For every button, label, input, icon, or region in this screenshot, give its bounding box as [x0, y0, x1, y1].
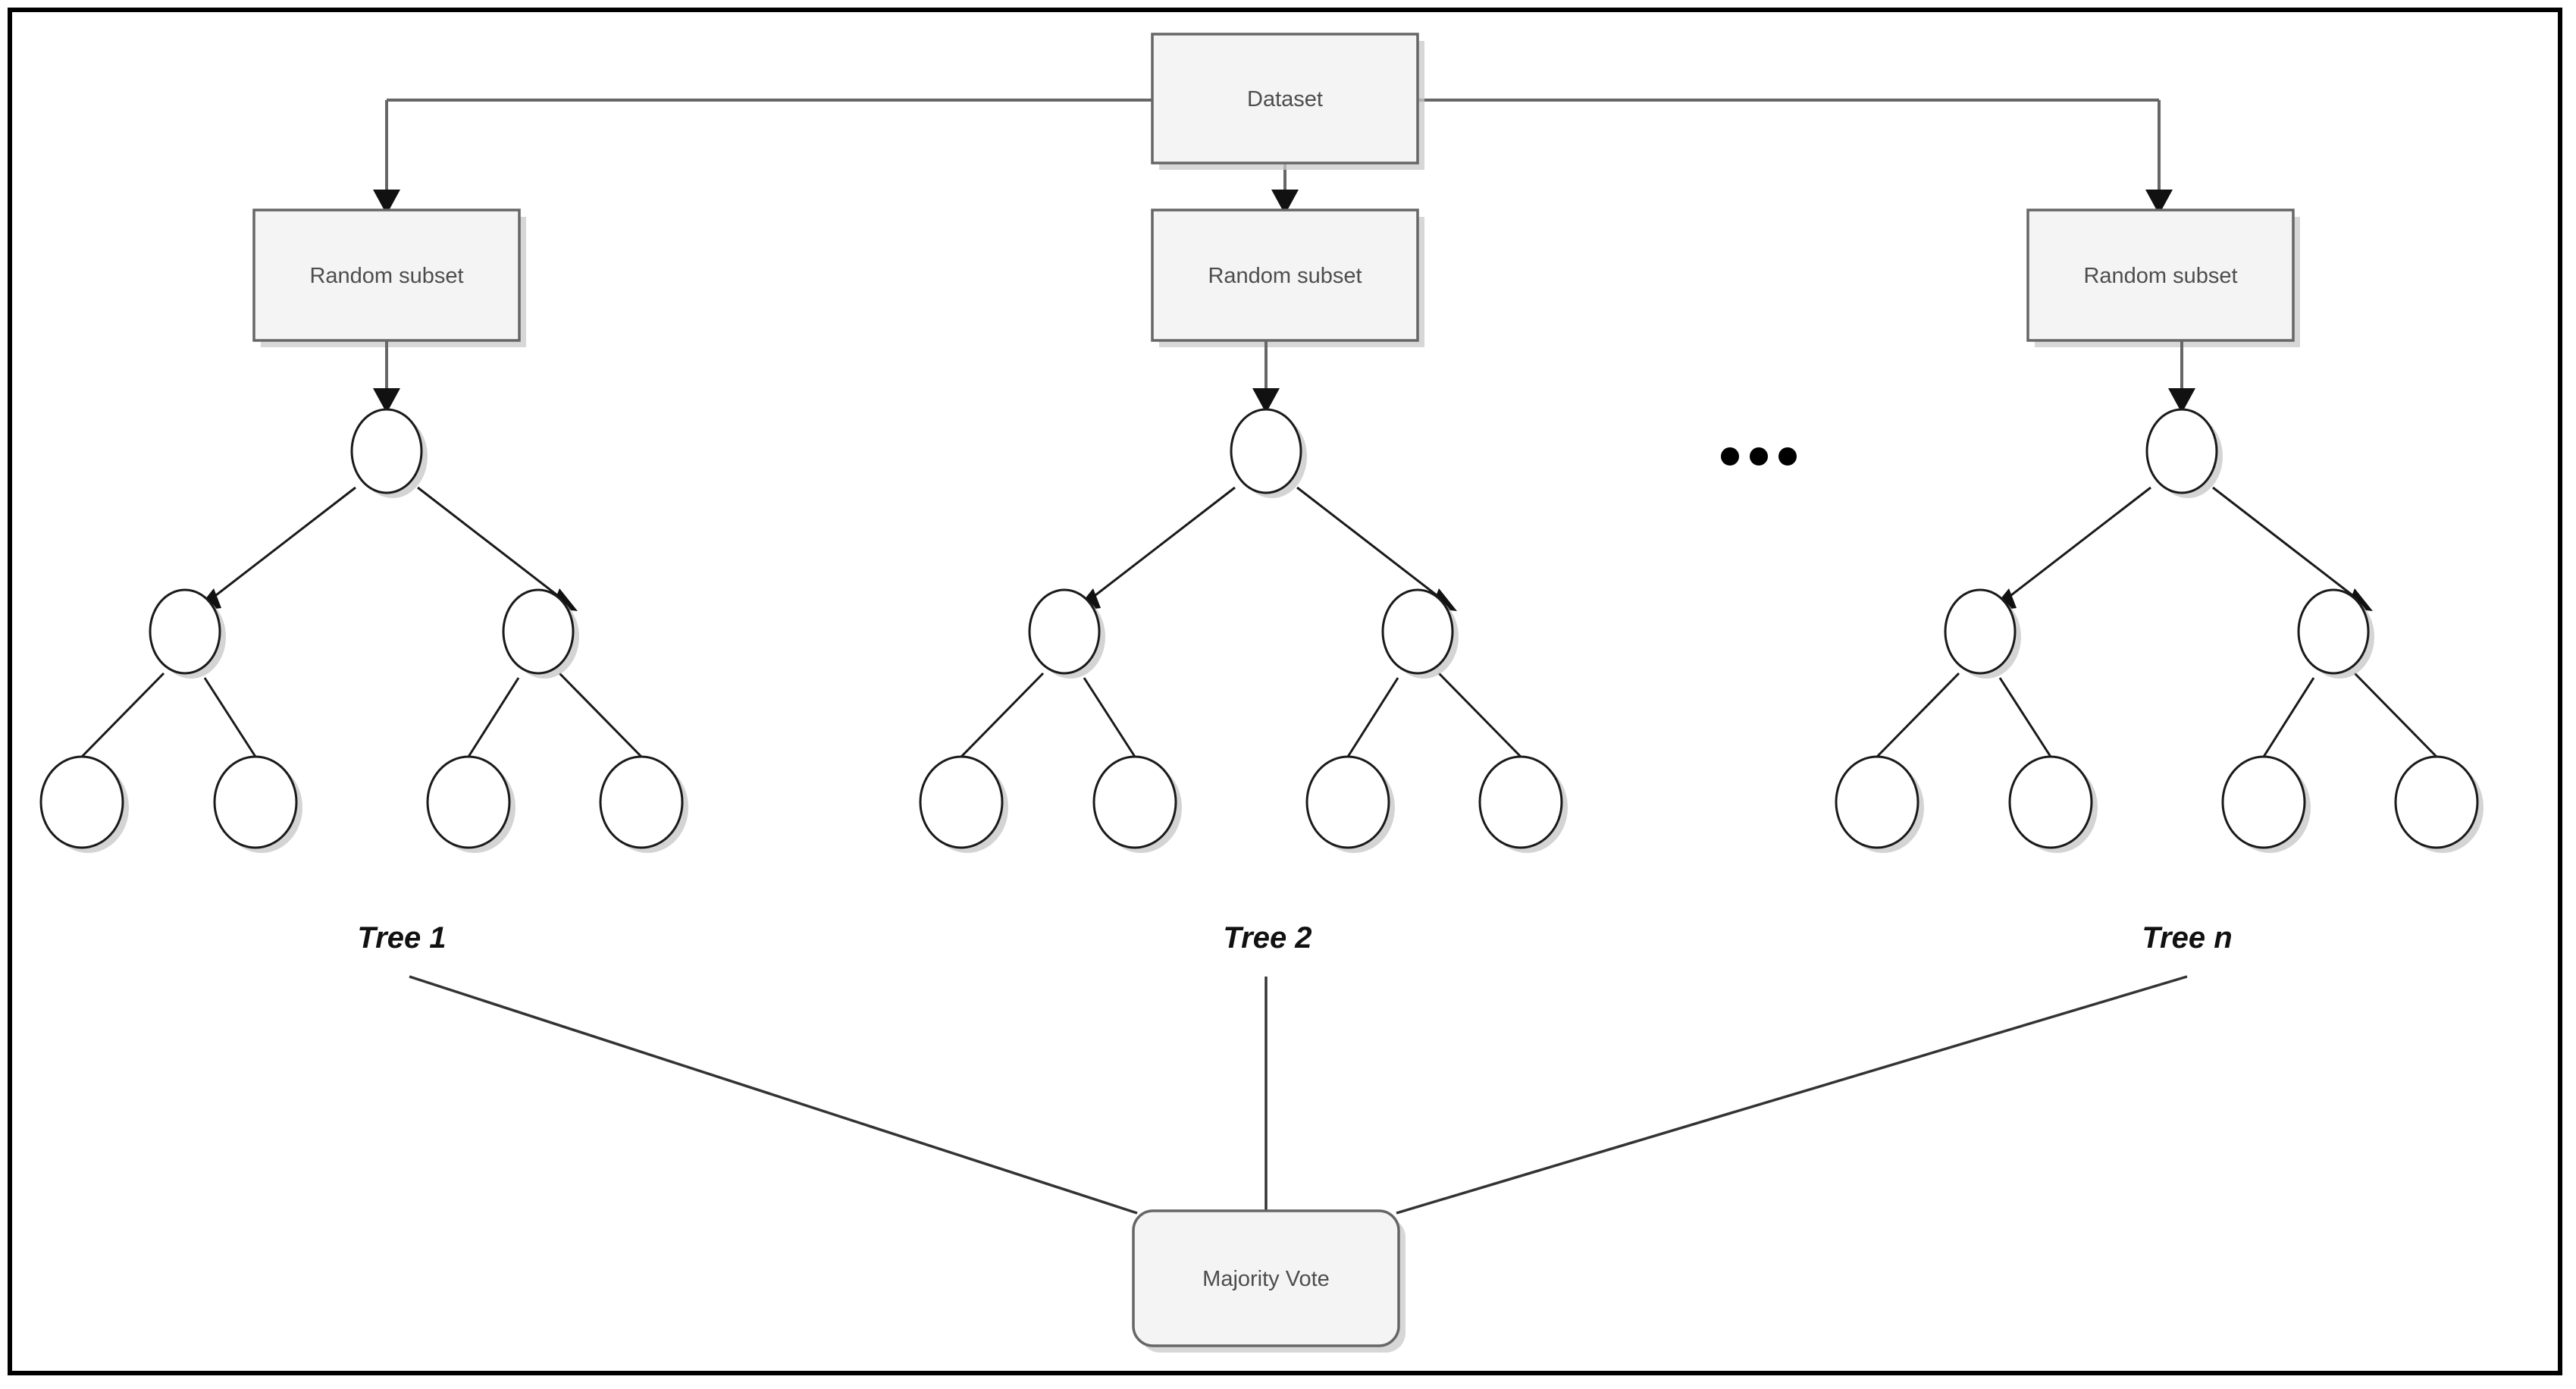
- ellipsis-icon: [1721, 447, 1797, 466]
- arrowhead-tree-n-root: [2168, 388, 2195, 413]
- dataset-node[interactable]: Dataset: [1151, 33, 1424, 170]
- tree-2-root-node[interactable]: [1230, 408, 1302, 494]
- tree-1-root-node[interactable]: [350, 408, 423, 494]
- tree-2-node-left[interactable]: [1028, 588, 1101, 675]
- majority-vote-box: [1132, 1209, 1400, 1347]
- arrowhead-subset-1: [373, 190, 400, 215]
- majority-vote-label: Majority Vote: [1202, 1267, 1330, 1291]
- tree-n-leaf-3[interactable]: [2221, 755, 2306, 849]
- tree-1-leaf-4[interactable]: [599, 755, 684, 849]
- tree-2-leaf-2[interactable]: [1092, 755, 1177, 849]
- ellipsis-dot-1: [1721, 447, 1739, 466]
- dataset-node-label: Dataset: [1247, 87, 1323, 111]
- tree-1-group: [39, 408, 688, 853]
- tree-1-node-right[interactable]: [502, 588, 575, 675]
- random-subset-node-2[interactable]: Random subset: [1151, 209, 1424, 347]
- tree-1-node-left[interactable]: [149, 588, 221, 675]
- tree-1-leaf-1[interactable]: [39, 755, 124, 849]
- tree-label-n: Tree n: [2142, 921, 2232, 955]
- tree-2-leaf-1[interactable]: [919, 755, 1004, 849]
- tree-2-group: [919, 408, 1568, 853]
- tree-n-leaf-4[interactable]: [2394, 755, 2479, 849]
- tree-2-edge-l-ll: [960, 672, 1045, 758]
- tree-n-edge-r-rr: [2353, 672, 2438, 758]
- random-subset-2-label: Random subset: [1208, 264, 1362, 288]
- dataset-distribution-connectors: [373, 99, 2173, 215]
- arrowhead-tree-1-root: [373, 388, 400, 413]
- tree-n-leaf-2[interactable]: [2008, 755, 2093, 849]
- arrowhead-subset-2: [1271, 190, 1299, 215]
- tree-2-edge-l-lr: [1083, 677, 1136, 757]
- tree-2-edge-r-rl: [1346, 677, 1399, 757]
- connector-tree-1-to-vote: [409, 975, 1138, 1215]
- tree-2-leaf-3[interactable]: [1305, 755, 1390, 849]
- random-subset-2-box: [1151, 209, 1419, 342]
- tree-label-2: Tree 2: [1223, 921, 1312, 955]
- ellipsis-dot-3: [1778, 447, 1797, 466]
- random-subset-1-label: Random subset: [309, 264, 463, 288]
- tree-n-root-node[interactable]: [2145, 408, 2218, 494]
- random-subset-node-1[interactable]: Random subset: [252, 209, 526, 347]
- tree-2-leaf-4[interactable]: [1478, 755, 1563, 849]
- tree-n-leaf-1[interactable]: [1835, 755, 1919, 849]
- dataset-node-box: [1151, 33, 1419, 165]
- tree-n-edge-root-left: [2001, 486, 2151, 604]
- tree-1-edge-l-ll: [80, 672, 165, 758]
- tree-n-edge-l-lr: [1998, 677, 2052, 757]
- tree-2-edge-r-rr: [1437, 672, 1522, 758]
- tree-n-node-left[interactable]: [1944, 588, 2017, 675]
- tree-n-edge-l-ll: [1876, 672, 1960, 758]
- random-subset-node-3[interactable]: Random subset: [2026, 209, 2300, 347]
- tree-1-edge-l-lr: [203, 677, 257, 757]
- random-subset-1-box: [252, 209, 521, 342]
- tree-1-edge-root-left: [205, 486, 356, 604]
- tree-1-leaf-3[interactable]: [426, 755, 511, 849]
- connector-tree-n-to-vote: [1396, 975, 2188, 1215]
- tree-2-node-right[interactable]: [1381, 588, 1454, 675]
- vote-aggregation-connectors: [409, 975, 2188, 1215]
- tree-n-edge-r-rl: [2262, 677, 2315, 757]
- arrowhead-tree-2-root: [1252, 388, 1280, 413]
- tree-2-edge-root-right: [1296, 486, 1447, 604]
- tree-n-node-right[interactable]: [2297, 588, 2370, 675]
- arrowhead-subset-3: [2145, 190, 2173, 215]
- tree-2-edge-root-left: [1085, 486, 1236, 604]
- tree-1-leaf-2[interactable]: [213, 755, 298, 849]
- tree-label-1: Tree 1: [357, 921, 446, 955]
- ellipsis-dot-2: [1750, 447, 1768, 466]
- tree-1-edge-r-rr: [558, 672, 643, 758]
- random-subset-3-label: Random subset: [2083, 264, 2237, 288]
- tree-n-group: [1835, 408, 2484, 853]
- tree-1-edge-root-right: [417, 486, 568, 604]
- majority-vote-node[interactable]: Majority Vote: [1132, 1209, 1406, 1353]
- tree-1-edge-r-rl: [467, 677, 520, 757]
- tree-n-edge-root-right: [2212, 486, 2363, 604]
- subset-to-tree-connectors: [373, 340, 2195, 413]
- random-subset-3-box: [2026, 209, 2295, 342]
